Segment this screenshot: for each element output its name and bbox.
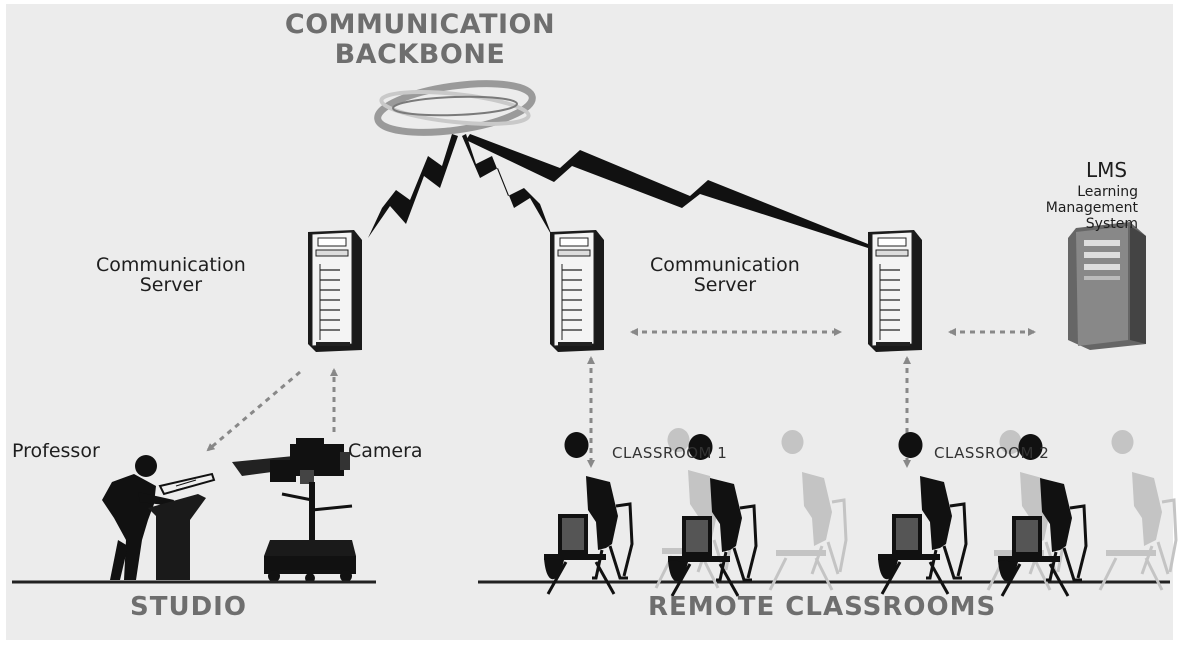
lms-label-line3: System — [1085, 216, 1138, 233]
diagram-title: COMMUNICATION BACKBONE — [250, 9, 590, 71]
classroom2-server-icon — [867, 229, 923, 353]
studio-server-label-line2: Server — [139, 273, 203, 296]
lms-abbr-label: LMS — [1086, 158, 1128, 182]
lms-label-line2: Management — [1045, 200, 1138, 217]
lms-server-icon — [1068, 222, 1146, 350]
remote-classrooms-section-label: REMOTE CLASSROOMS — [648, 592, 997, 622]
classroom-server-label: Communication Server — [650, 254, 800, 296]
professor-icon — [102, 455, 174, 580]
studio-server-icon — [307, 229, 363, 353]
studio-section-label: STUDIO — [130, 592, 247, 622]
title-line2: BACKBONE — [334, 39, 506, 71]
wireless-link-right — [466, 134, 868, 248]
classroom1-server-icon — [549, 229, 605, 353]
classroom-server-label-line1: Communication — [650, 254, 800, 276]
video-camera-icon — [232, 438, 356, 583]
title-line1: COMMUNICATION — [284, 9, 556, 40]
classroom-server-label-line2: Server — [693, 273, 757, 296]
studio-server-label-line1: Communication — [96, 254, 246, 276]
lms-full-label: Learning Management System — [1020, 184, 1138, 232]
server-to-professor-arrow — [206, 370, 301, 452]
professor-label: Professor — [12, 440, 100, 462]
camera-label: Camera — [348, 440, 423, 462]
classroom2-label: CLASSROOM 2 — [934, 444, 1050, 462]
lms-label-line1: Learning — [1077, 184, 1138, 200]
backbone-ring-icon — [374, 80, 536, 136]
classroom1-label: CLASSROOM 1 — [612, 444, 728, 462]
studio-server-label: Communication Server — [96, 254, 246, 296]
lectern-icon — [148, 472, 216, 580]
wireless-link-left — [368, 134, 458, 238]
